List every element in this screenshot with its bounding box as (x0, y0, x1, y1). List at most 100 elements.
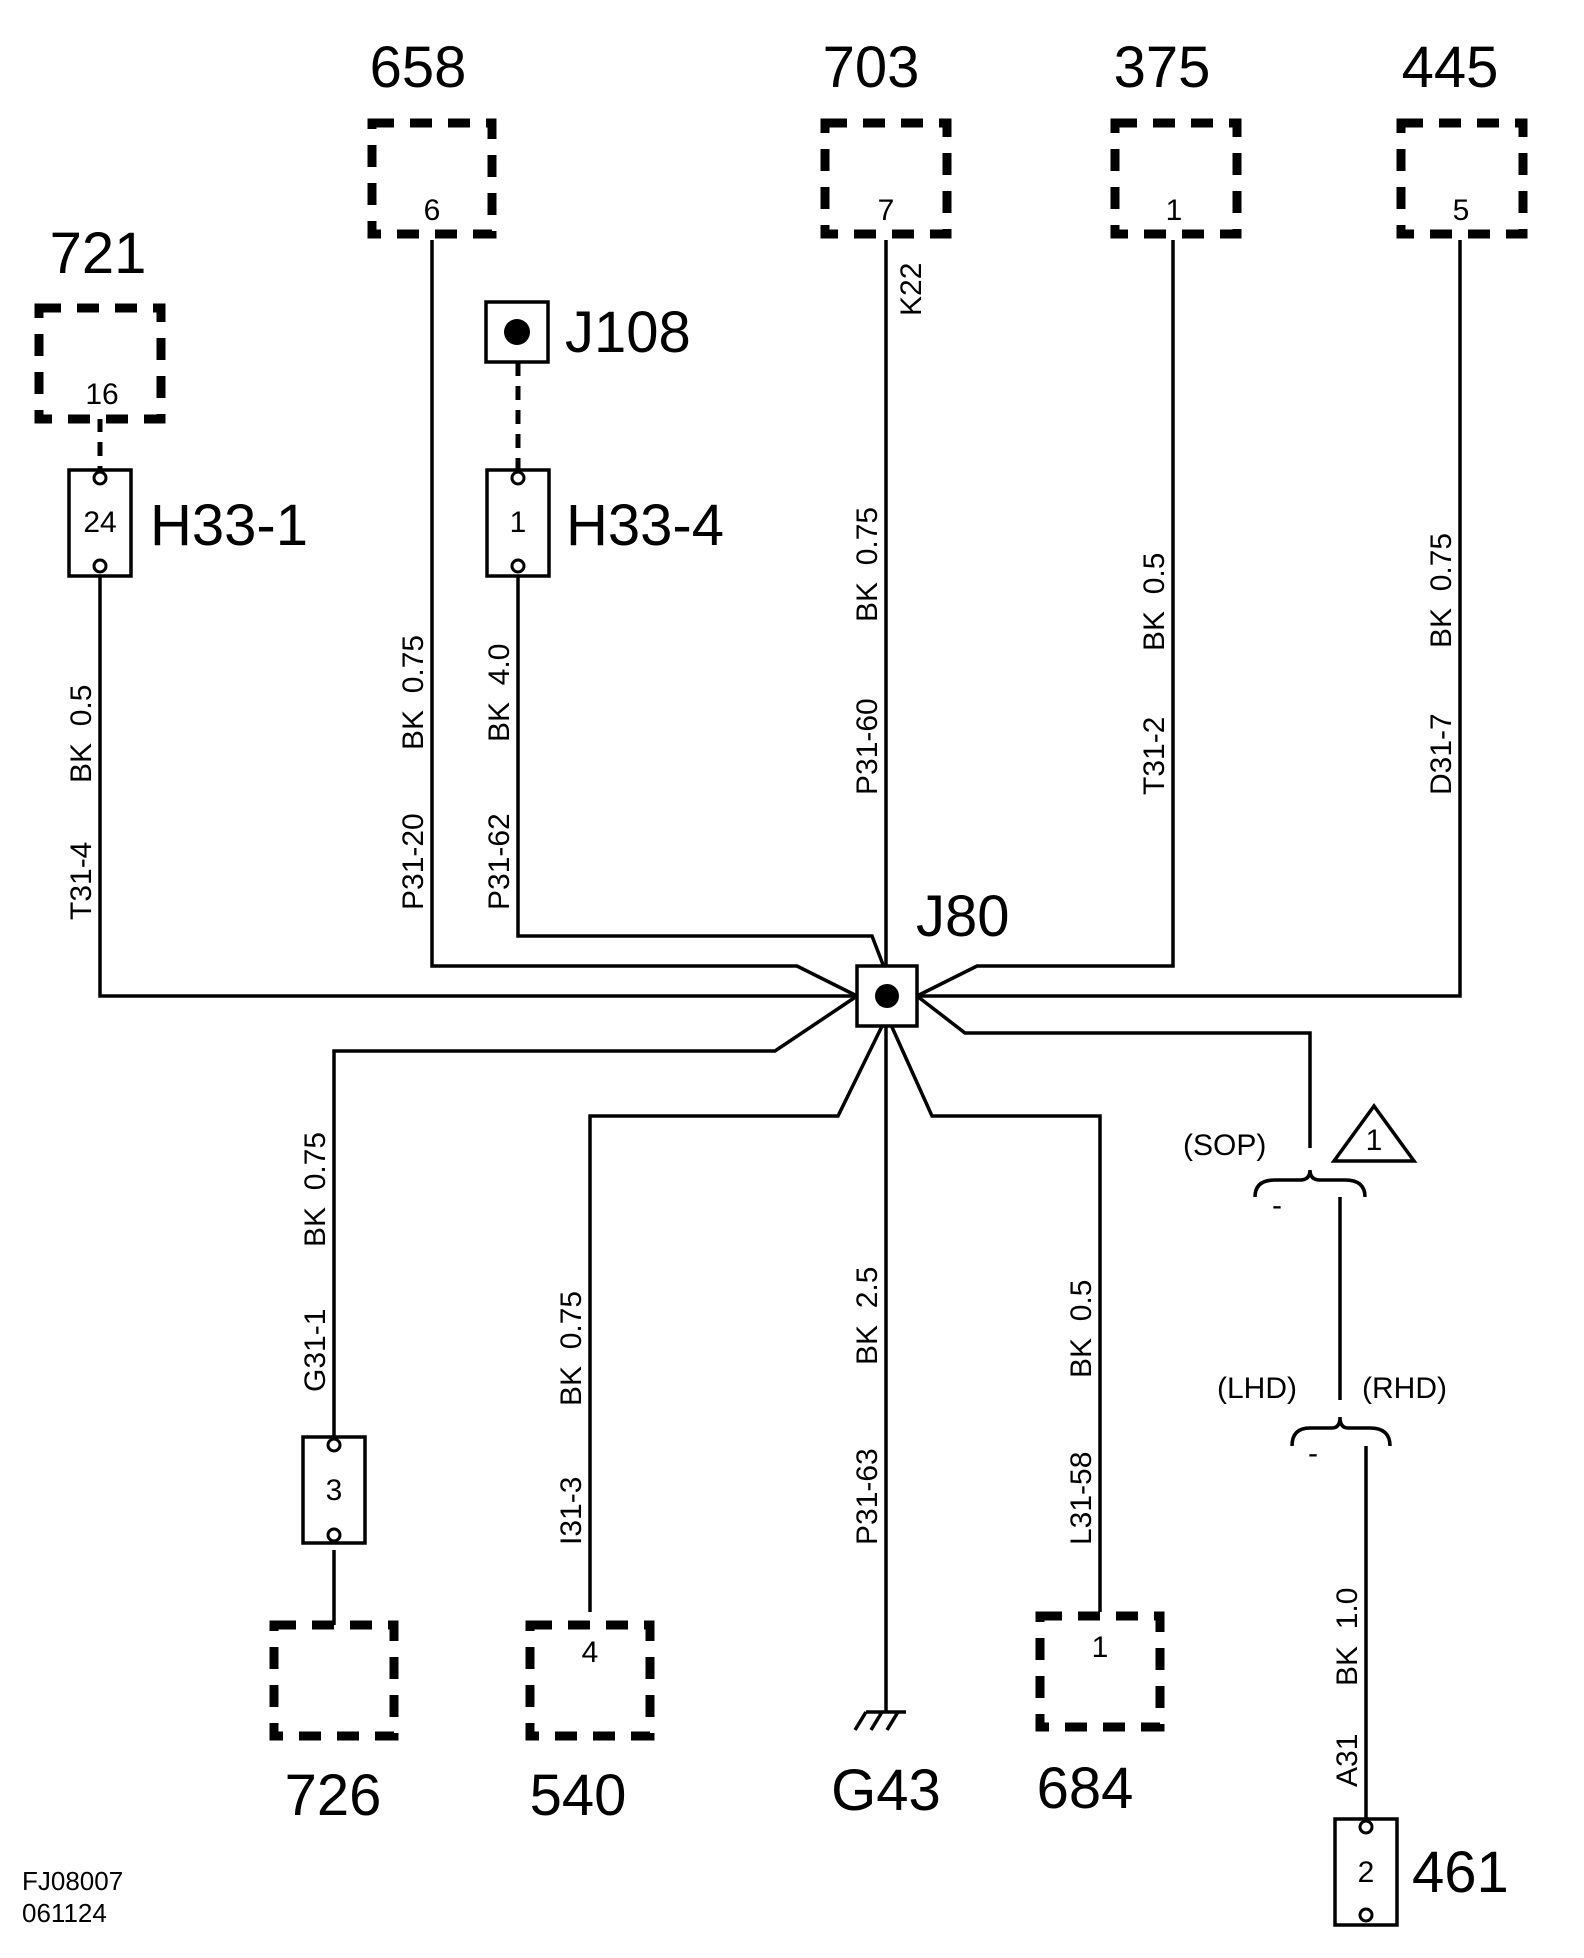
wire-id-d31-7: D31-7 (1425, 713, 1458, 795)
figure-code: FJ08007 (22, 1866, 123, 1896)
component-box (1110, 118, 1242, 239)
pin-number: 1 (510, 506, 527, 539)
splice-label: J80 (916, 884, 1010, 949)
wire-spec-t31-2: BK 0.5 (1138, 553, 1171, 651)
wire-spec-d31-7: BK 0.75 (1425, 533, 1458, 648)
component-number: 726 (285, 1763, 382, 1828)
connector-label: H33-4 (566, 493, 724, 558)
j108-dot (504, 319, 530, 345)
wire-id-k22: K22 (895, 263, 928, 316)
connector-3: 3 (301, 1435, 367, 1545)
pin-number: 3 (326, 1474, 343, 1507)
pin-number: 5 (1453, 194, 1470, 227)
pin-number: 6 (424, 194, 441, 227)
connector-h33-1: 24 H33-1 (67, 468, 308, 578)
component-726: 726 (269, 1620, 399, 1828)
note-triangle-number: 1 (1366, 1124, 1383, 1157)
wire-spec-p31-63: BK 2.5 (851, 1267, 884, 1365)
component-box (820, 118, 952, 239)
pin-number: 1 (1092, 1631, 1109, 1664)
rhd-label: (RHD) (1362, 1372, 1447, 1405)
wire-spec-p31-20: BK 0.75 (397, 635, 430, 750)
component-box (367, 118, 497, 239)
option-branches: (SOP) - (LHD) (RHD) - 1 (1183, 1103, 1447, 1470)
component-box (1035, 1611, 1165, 1732)
component-684: 1 684 (1035, 1611, 1165, 1821)
ground-g43: G43 (831, 1710, 941, 1823)
ground-tick (885, 1711, 900, 1731)
wire-spec-a31: BK 1.0 (1331, 1588, 1364, 1686)
component-number: 461 (1412, 1840, 1509, 1905)
lhd-dash: - (1308, 1437, 1318, 1470)
wire-lines (97, 240, 1462, 1819)
wire-id-p31-60: P31-60 (851, 698, 884, 795)
sop-dash: - (1272, 1189, 1282, 1222)
wire-spec-p31-62: BK 4.0 (483, 644, 516, 742)
connector-body (301, 1435, 367, 1545)
wire-spec-t31-4: BK 0.5 (65, 685, 98, 783)
wire-spec-g31-1: BK 0.75 (299, 1132, 332, 1247)
pin-number: 16 (85, 378, 118, 411)
lhd-label: (LHD) (1217, 1372, 1297, 1405)
figure-date: 061124 (22, 1898, 107, 1928)
wire-i31-3 (588, 1015, 889, 1612)
component-number: 658 (370, 35, 467, 100)
wire-a31-branch (915, 994, 1312, 1148)
component-703: 703 7 (820, 35, 952, 239)
wire-id-t31-2: T31-2 (1138, 717, 1171, 795)
pin-hole (1358, 1819, 1374, 1835)
splice-dot (875, 984, 899, 1008)
wire-g31-1 (332, 994, 858, 1437)
component-box (34, 303, 166, 424)
wire-spec-l31-58: BK 0.5 (1065, 1280, 1098, 1378)
wire-id-g31-1: G31-1 (299, 1309, 332, 1392)
wire-id-l31-58: L31-58 (1065, 1452, 1098, 1545)
sop-brace (1253, 1169, 1367, 1198)
component-number: 721 (50, 221, 147, 286)
pin-hole (510, 558, 526, 574)
ground-icon-label: G43 (831, 1758, 941, 1823)
component-445: 445 5 (1396, 35, 1528, 239)
component-number: 703 (823, 35, 920, 100)
pin-number: 4 (582, 1636, 599, 1669)
component-box (525, 1620, 655, 1741)
connector-body (1333, 1817, 1399, 1927)
wire-id-t31-4: T31-4 (65, 842, 98, 920)
pin-number: 1 (1166, 194, 1183, 227)
pin-hole (510, 470, 526, 486)
j108-box (484, 300, 550, 364)
ground-tick (869, 1711, 884, 1731)
component-721: 721 16 (34, 221, 166, 424)
lhd-rhd-brace (1290, 1416, 1392, 1447)
wire-id-p31-20: P31-20 (397, 813, 430, 910)
pin-hole (1358, 1907, 1374, 1923)
ground-stud-j108: J108 (484, 300, 691, 365)
pin-hole (92, 558, 108, 574)
connector-461: 2 461 (1333, 1817, 1509, 1927)
component-540: 4 540 (525, 1620, 655, 1828)
wire-id-a31: A31 (1331, 1734, 1364, 1787)
component-658: 658 6 (367, 35, 497, 239)
wire-id-p31-63: P31-63 (851, 1448, 884, 1545)
connector-label: H33-1 (150, 493, 308, 558)
note-triangle-icon (1330, 1103, 1418, 1163)
wire-id-i31-3: I31-3 (555, 1477, 588, 1545)
wire-p31-20 (430, 240, 858, 998)
connector-body (485, 468, 551, 578)
component-375: 375 1 (1110, 35, 1242, 239)
pin-hole (92, 470, 108, 486)
splice-j80: J80 (855, 884, 1010, 1028)
wire-d31-7 (917, 240, 1462, 998)
connector-h33-4: 1 H33-4 (485, 468, 724, 578)
sop-label: (SOP) (1183, 1129, 1266, 1162)
connector-body (67, 468, 133, 578)
wire-t31-2 (916, 240, 1175, 998)
wire-labels: T31-4 BK 0.5 P31-20 BK 0.75 P31-62 BK 4.… (65, 263, 1458, 1787)
wire-id-p31-62: P31-62 (483, 813, 516, 910)
figure-footer: FJ08007 061124 (22, 1866, 123, 1928)
component-number: 684 (1037, 1756, 1134, 1821)
wire-spec-p31-60: BK 0.75 (851, 507, 884, 622)
wire-t31-4 (98, 572, 857, 998)
component-box (269, 1620, 399, 1741)
